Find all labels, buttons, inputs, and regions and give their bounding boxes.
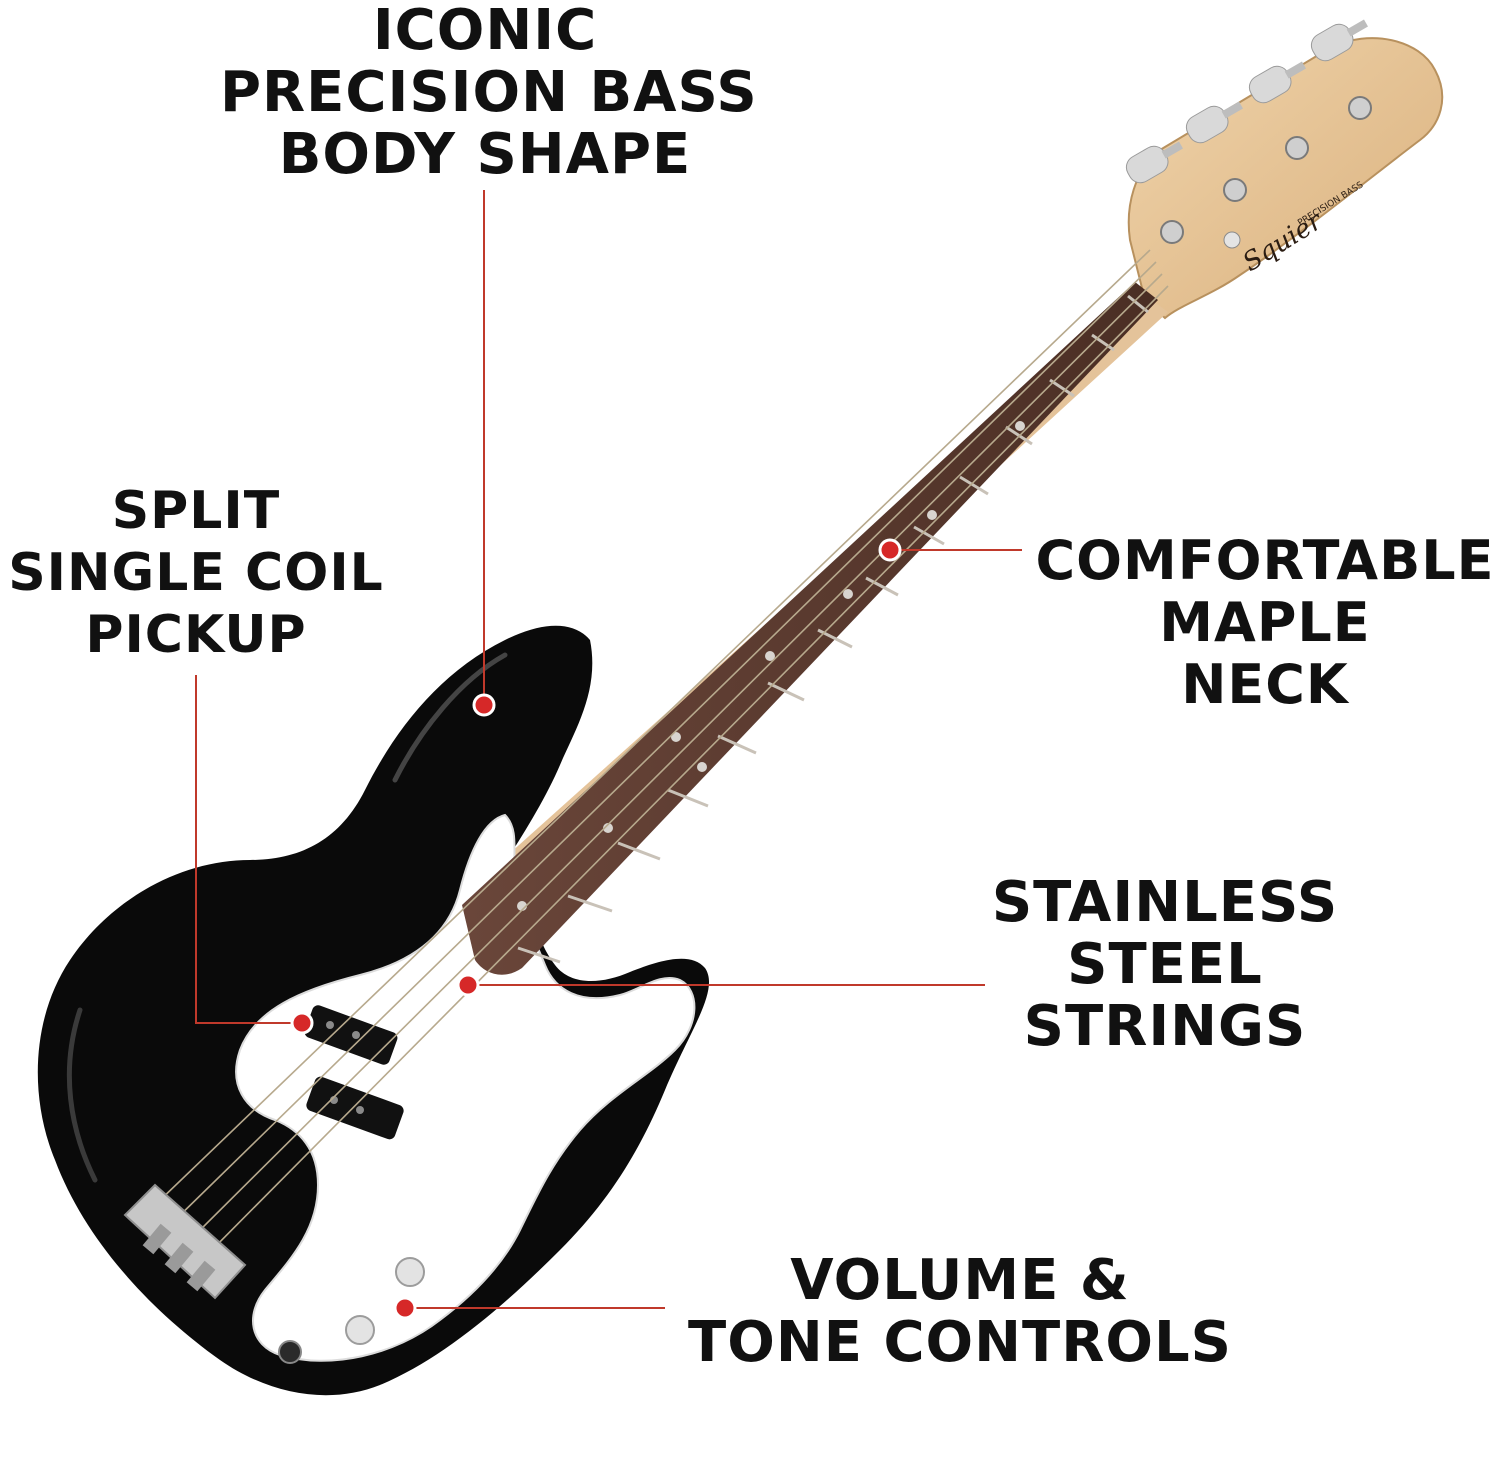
callout-text: STEEL (1067, 932, 1263, 997)
callout-text: COMFORTABLE (1035, 529, 1495, 592)
bridge (123, 1183, 247, 1300)
callout-dot-controls (393, 1296, 417, 1320)
callout-text: PRECISION BASS (220, 60, 758, 125)
callout-lines (195, 190, 1022, 1309)
callout-text: SINGLE COIL (8, 543, 384, 603)
callout-dot-strings (456, 973, 480, 997)
callout-text: ICONIC (372, 0, 598, 63)
callout-text: BODY SHAPE (278, 122, 692, 187)
callout-dot-body (472, 693, 496, 717)
fretboard (462, 282, 1158, 975)
frets (517, 294, 1149, 964)
callout-dots (290, 538, 902, 1320)
callout-label-controls: VOLUME & TONE CONTROLS (680, 1250, 1240, 1374)
callout-label-body-shape: ICONIC PRECISION BASS BODY SHAPE (220, 0, 758, 187)
control-knobs (278, 1257, 425, 1364)
callout-label-neck: COMFORTABLE MAPLE NECK (1030, 530, 1500, 716)
callout-dot-neck (878, 538, 902, 562)
callout-label-strings: STAINLESS STEEL STRINGS (990, 872, 1340, 1058)
callout-text: TONE CONTROLS (688, 1310, 1232, 1375)
callout-text: PICKUP (85, 605, 307, 665)
tuning-pegs (1125, 19, 1372, 249)
fret-markers (517, 421, 1025, 911)
callout-text: NECK (1181, 653, 1349, 716)
strings (154, 249, 1169, 1263)
callout-line-pickup (195, 675, 300, 1024)
callout-text: STAINLESS (991, 870, 1339, 935)
pickguard (235, 813, 696, 1362)
callout-label-pickup: SPLIT SINGLE COIL PICKUP (0, 480, 392, 666)
callout-dot-pickup (290, 1011, 314, 1035)
callout-text: MAPLE (1159, 591, 1371, 654)
callout-text: STRINGS (1023, 994, 1307, 1059)
callout-text: VOLUME & (790, 1248, 1130, 1313)
callout-text: SPLIT (111, 481, 281, 541)
